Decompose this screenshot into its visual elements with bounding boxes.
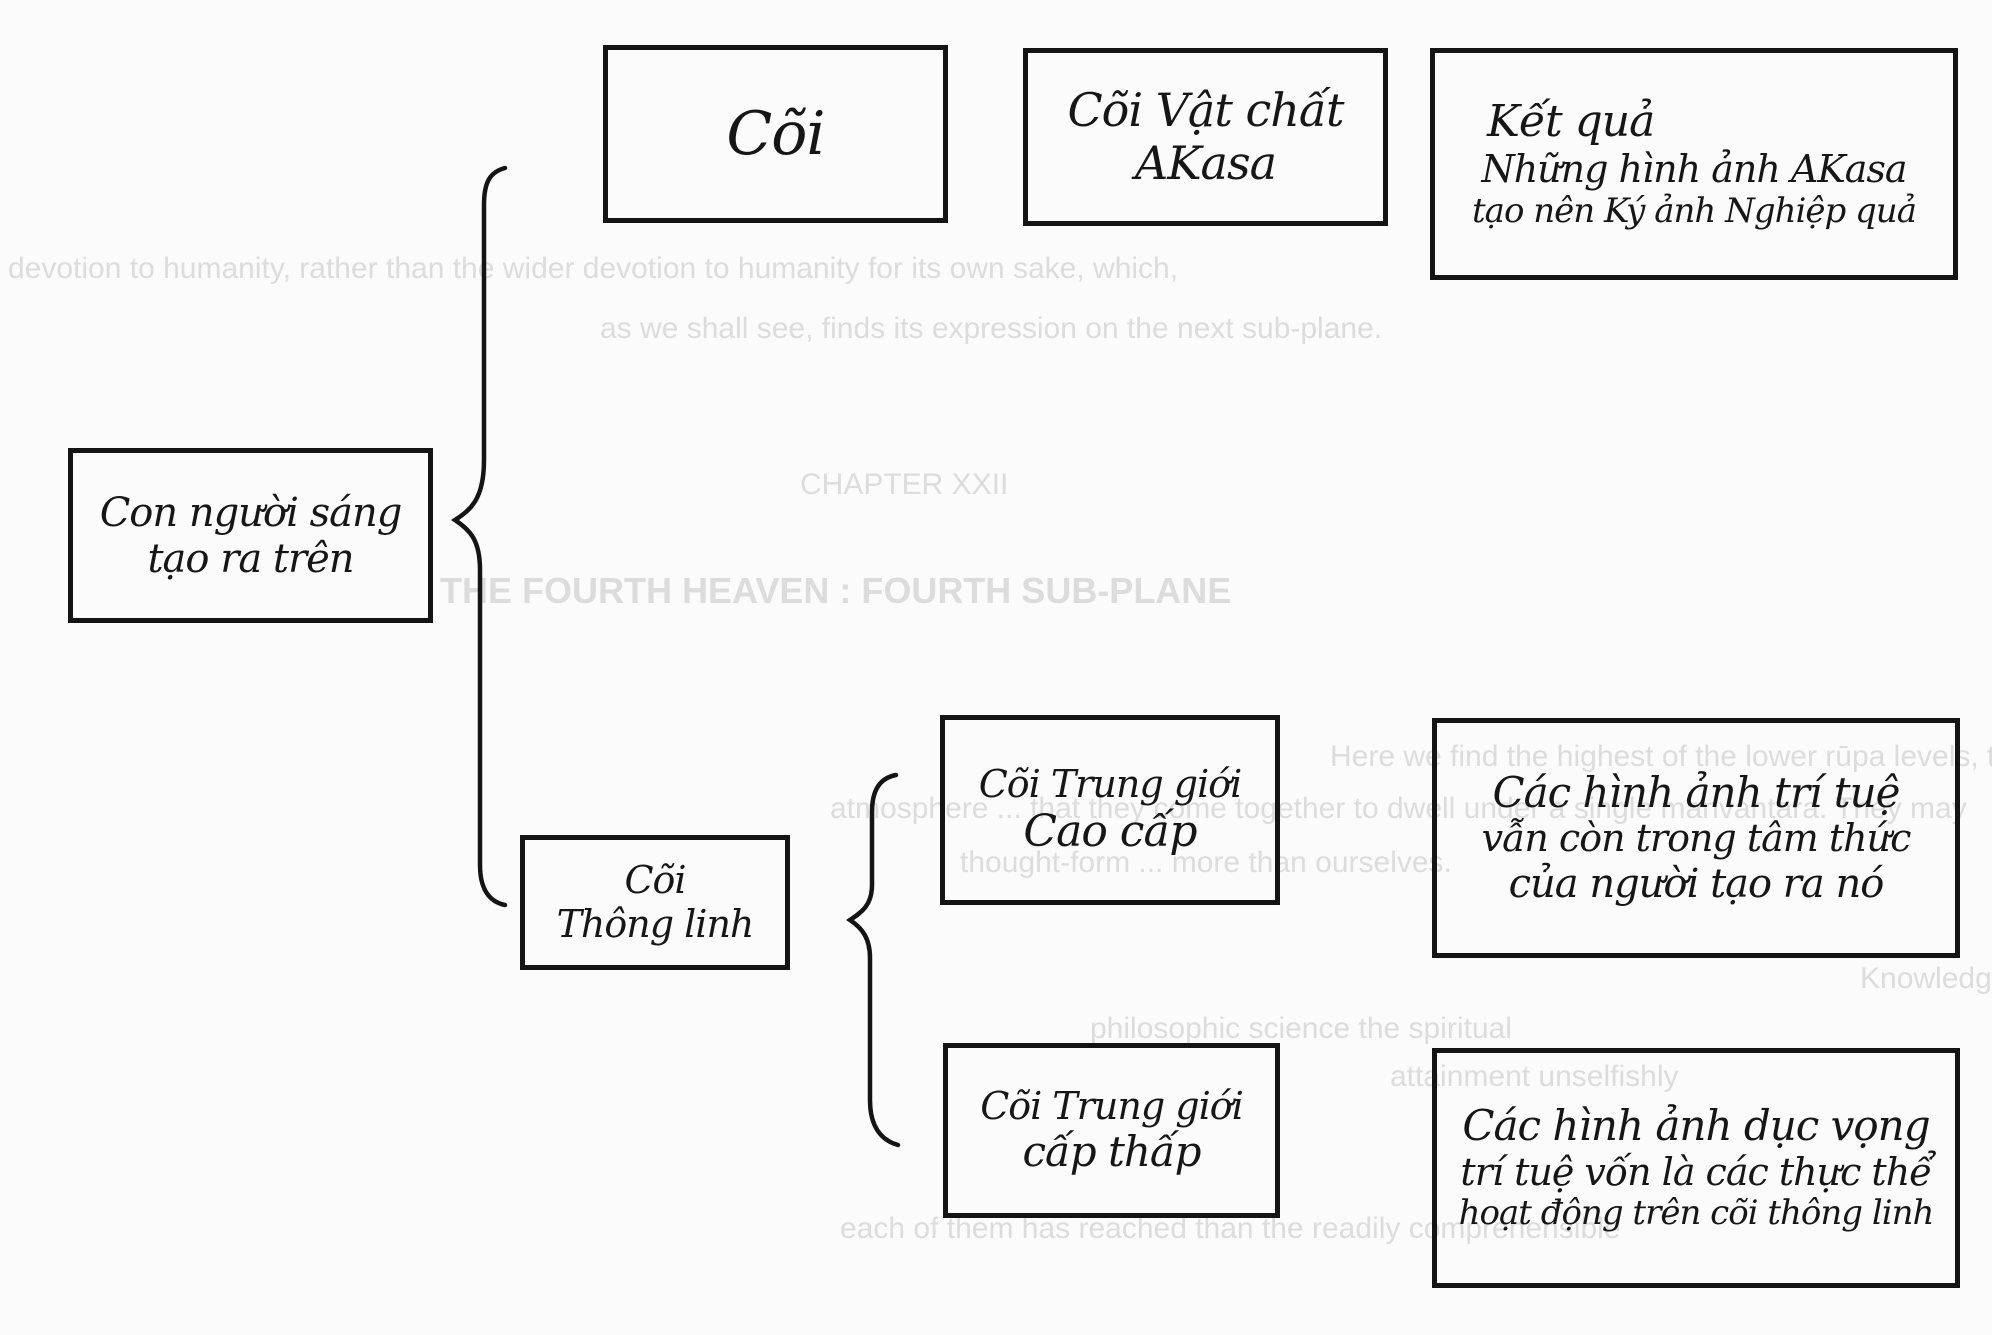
root-line: tạo ra trên bbox=[147, 535, 354, 582]
root-line: Con người sáng bbox=[99, 489, 403, 536]
higher-mental-result-line: của người tạo ra nó bbox=[1508, 860, 1885, 907]
physical-plane-line: Cõi Vật chất bbox=[1067, 83, 1344, 138]
higher-mental-line: Cao cấp bbox=[1023, 805, 1197, 857]
physical-result-line: tạo nên Ký ảnh Nghiệp quả bbox=[1472, 190, 1917, 231]
physical-result-line: Những hình ảnh AKasa bbox=[1481, 146, 1907, 191]
header-plane-box: Cõi bbox=[603, 45, 948, 223]
physical-result-box: Kết quả Những hình ảnh AKasa tạo nên Ký … bbox=[1430, 48, 1958, 280]
brace-left bbox=[450, 165, 508, 908]
lower-mental-line: cấp thấp bbox=[1022, 1127, 1201, 1177]
lower-mental-result-line: trí tuệ vốn là các thực thể bbox=[1460, 1149, 1932, 1194]
mental-plane-line: Cõi bbox=[624, 857, 686, 902]
physical-plane-box: Cõi Vật chất AKasa bbox=[1023, 48, 1388, 226]
higher-mental-box: Cõi Trung giới Cao cấp bbox=[940, 715, 1280, 905]
mental-plane-line: Thông linh bbox=[556, 901, 755, 946]
higher-mental-result-box: Các hình ảnh trí tuệ vẫn còn trong tâm t… bbox=[1432, 718, 1960, 958]
header-plane-label: Cõi bbox=[726, 98, 825, 169]
lower-mental-box: Cõi Trung giới cấp thấp bbox=[943, 1043, 1280, 1218]
brace-right bbox=[845, 772, 901, 1148]
higher-mental-result-line: vẫn còn trong tâm thức bbox=[1481, 816, 1912, 861]
higher-mental-result-line: Các hình ảnh trí tuệ bbox=[1492, 768, 1901, 817]
physical-plane-line: AKasa bbox=[1134, 136, 1277, 190]
physical-result-line: Kết quả bbox=[1487, 96, 1655, 148]
lower-mental-result-box: Các hình ảnh dục vọng trí tuệ vốn là các… bbox=[1432, 1048, 1960, 1288]
mental-plane-box: Cõi Thông linh bbox=[520, 835, 790, 970]
lower-mental-line: Cõi Trung giới bbox=[980, 1083, 1244, 1128]
root-box: Con người sáng tạo ra trên bbox=[68, 448, 433, 623]
lower-mental-result-line: hoạt động trên cõi thông linh bbox=[1458, 1193, 1935, 1234]
lower-mental-result-line: Các hình ảnh dục vọng bbox=[1462, 1101, 1930, 1151]
higher-mental-line: Cõi Trung giới bbox=[978, 761, 1243, 806]
